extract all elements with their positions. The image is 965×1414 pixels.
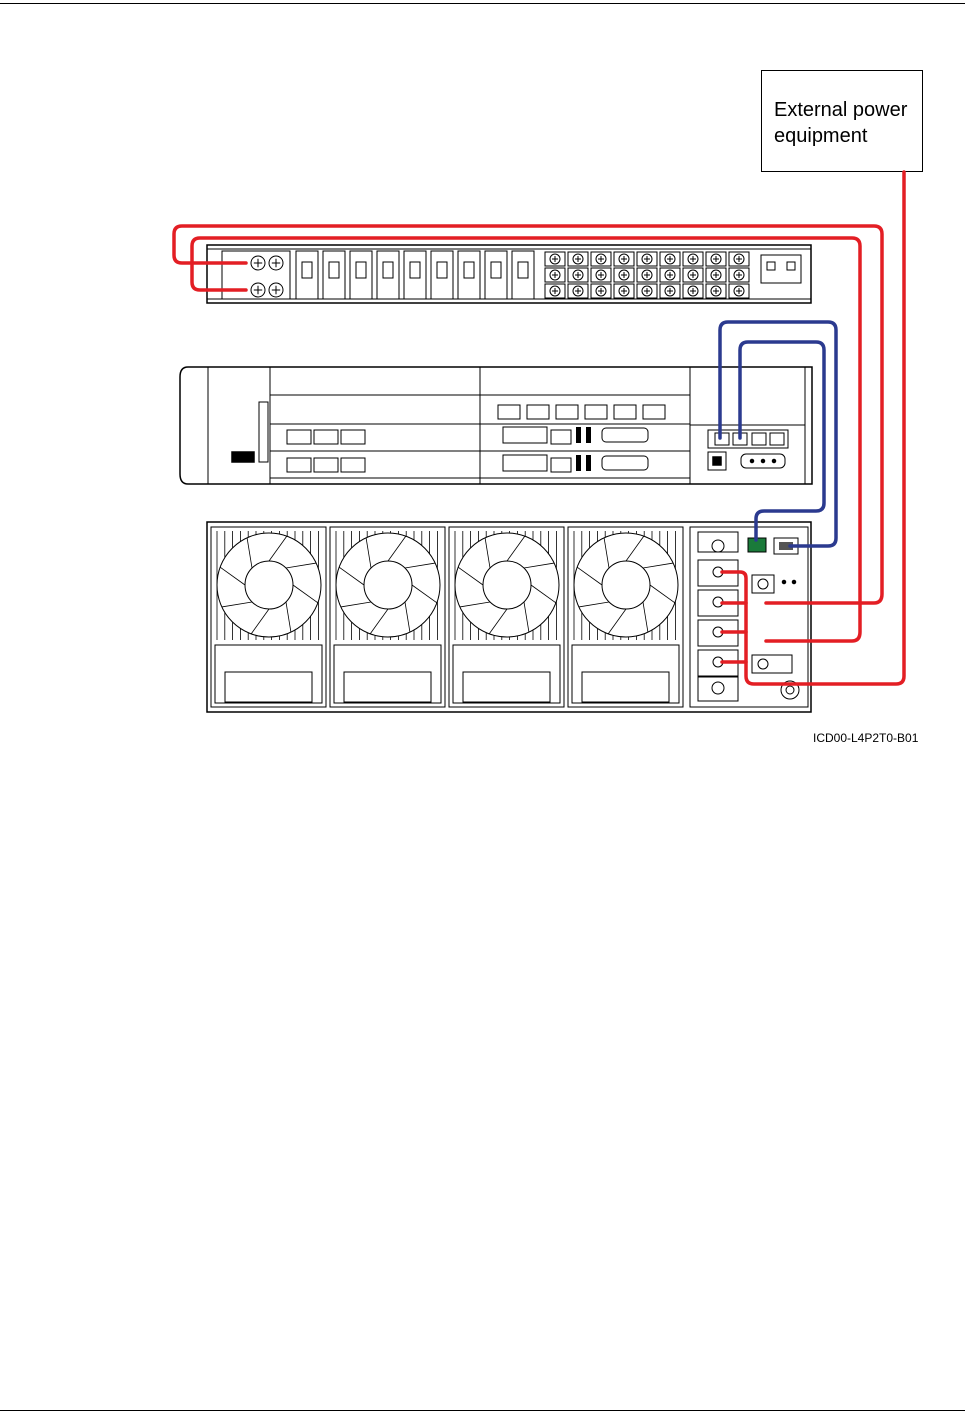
footer-rule	[0, 1410, 965, 1411]
chassis-device	[180, 367, 812, 484]
fan-icon	[217, 533, 321, 637]
power-supply-device	[207, 522, 811, 712]
fan-icon	[336, 533, 440, 637]
fan-icon	[455, 533, 559, 637]
figure-code: ICD00-L4P2T0-B01	[813, 731, 918, 745]
pdu-output-terminal-grid	[545, 252, 749, 298]
pdu-device	[207, 245, 811, 303]
fan-icon	[574, 533, 678, 637]
cabling-diagram	[0, 0, 965, 760]
